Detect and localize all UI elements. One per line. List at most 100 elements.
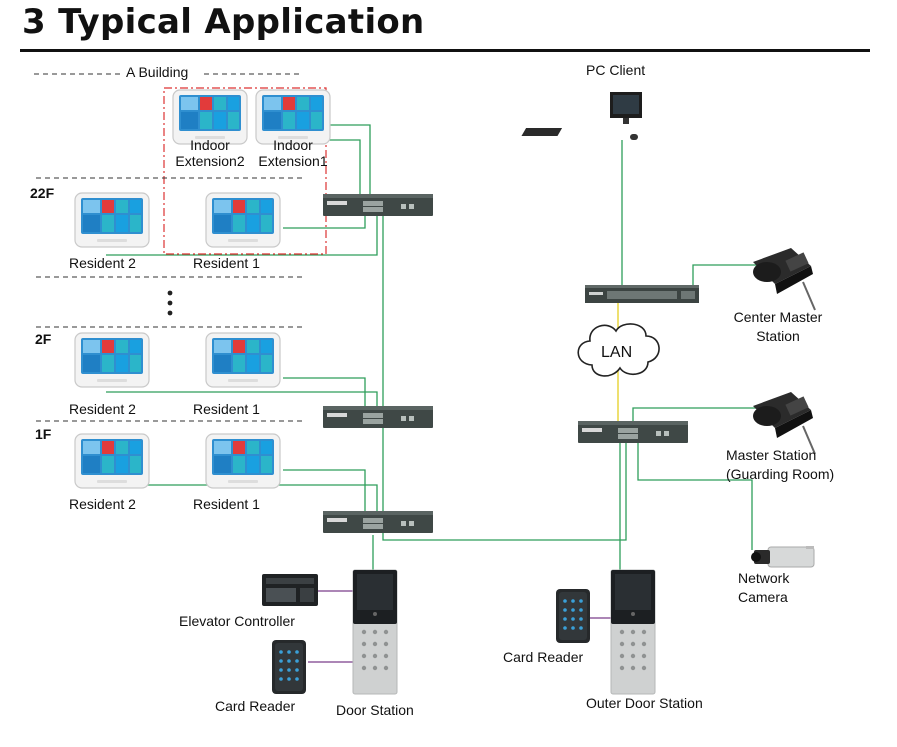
page-title: 3 Typical Application bbox=[22, 2, 425, 42]
outer-door-station-keypad-key bbox=[641, 665, 647, 671]
resident2-22f-label: Resident 2 bbox=[69, 255, 136, 271]
outer-door-station-keypad-key bbox=[619, 641, 625, 647]
master-station-device bbox=[752, 391, 816, 455]
resident2-1f-monitor bbox=[74, 433, 150, 489]
card-reader-building-key bbox=[295, 677, 299, 681]
resident1-22f-label: Resident 1 bbox=[193, 255, 260, 271]
door-station-keypad-key bbox=[361, 653, 367, 659]
indoor-extension1-label-line2: Extension1 bbox=[258, 153, 327, 169]
card-reader-building-key bbox=[287, 677, 291, 681]
card-reader-outer-key bbox=[571, 608, 575, 612]
card-reader-outer-key bbox=[579, 617, 583, 621]
outer-door-station-keypad-key bbox=[630, 653, 636, 659]
center-master-station-label-line2: Station bbox=[756, 328, 800, 344]
indoor-extension2-label-line1: Indoor bbox=[190, 137, 230, 153]
outer-door-station-keypad-key bbox=[641, 653, 647, 659]
door-station-keypad-key bbox=[361, 665, 367, 671]
resident2-2f-monitor bbox=[74, 332, 150, 388]
outer-door-station-keypad-key bbox=[619, 665, 625, 671]
resident2-1f-label: Resident 2 bbox=[69, 496, 136, 512]
door-station-keypad-key bbox=[361, 629, 367, 635]
master-station-label-line2: (Guarding Room) bbox=[726, 466, 834, 482]
outer-door-station-keypad-key bbox=[619, 629, 625, 635]
card-reader-outer-key bbox=[563, 626, 567, 630]
card-reader-outer-key bbox=[563, 608, 567, 612]
card-reader-building-key bbox=[287, 659, 291, 663]
card-reader-outer-key bbox=[563, 599, 567, 603]
resident1-1f-label: Resident 1 bbox=[193, 496, 260, 512]
card-reader-building-key bbox=[295, 650, 299, 654]
outer-door-station-keypad-key bbox=[630, 629, 636, 635]
access-switch bbox=[578, 421, 688, 443]
pc-client-label: PC Client bbox=[586, 62, 645, 78]
card-reader-building-key bbox=[287, 668, 291, 672]
title-rule bbox=[20, 49, 870, 52]
switch-22f bbox=[323, 194, 433, 216]
network-camera-label-line1: Network bbox=[738, 570, 790, 586]
lan-cloud: LAN bbox=[577, 323, 660, 377]
indoor-extension2-monitor bbox=[172, 89, 248, 145]
elevator-controller-device bbox=[262, 574, 318, 606]
resident2-2f-label: Resident 2 bbox=[69, 401, 136, 417]
card-reader-building-key bbox=[279, 677, 283, 681]
door-station-keypad-key bbox=[372, 629, 378, 635]
resident1-2f-label: Resident 1 bbox=[193, 401, 260, 417]
lan-label: LAN bbox=[601, 344, 632, 361]
card-reader-outer-key bbox=[579, 608, 583, 612]
resident2-22f-monitor bbox=[74, 192, 150, 248]
door-station-keypad-key bbox=[383, 653, 389, 659]
ellipsis-dots bbox=[167, 290, 173, 316]
card-reader-building-key bbox=[295, 668, 299, 672]
pc-client-computer bbox=[521, 92, 642, 140]
outer-door-station-keypad-key bbox=[630, 641, 636, 647]
door-station-keypad-key bbox=[372, 641, 378, 647]
card-reader-building-key bbox=[287, 650, 291, 654]
outer-door-station-label: Outer Door Station bbox=[586, 695, 703, 711]
outer-door-station-keypad-key bbox=[630, 665, 636, 671]
resident1-22f-monitor bbox=[205, 192, 281, 248]
card-reader-outer-key bbox=[571, 626, 575, 630]
card-reader-building-key bbox=[279, 668, 283, 672]
network-camera-device bbox=[751, 546, 815, 568]
floor-label-22f: 22F bbox=[30, 185, 55, 201]
card-reader-outer-key bbox=[571, 599, 575, 603]
reader-links bbox=[308, 590, 612, 663]
door-station-keypad-key bbox=[383, 641, 389, 647]
door-station-keypad-key bbox=[372, 665, 378, 671]
card-reader-building-key bbox=[279, 650, 283, 654]
card-reader-building-label: Card Reader bbox=[215, 698, 295, 714]
floor-label-2f: 2F bbox=[35, 331, 52, 347]
core-switch bbox=[585, 285, 699, 303]
card-reader-outer-key bbox=[579, 599, 583, 603]
center-master-station-label-line1: Center Master bbox=[734, 309, 823, 325]
indoor-extension2-label-line2: Extension2 bbox=[175, 153, 244, 169]
building-outline: A Building bbox=[34, 64, 327, 422]
switch-2f bbox=[323, 406, 433, 428]
door-station-keypad-key bbox=[383, 665, 389, 671]
card-reader-building-device bbox=[272, 640, 306, 694]
building-label: A Building bbox=[126, 64, 188, 80]
network-camera-label-line2: Camera bbox=[738, 589, 788, 605]
outer-door-station-keypad-key bbox=[641, 641, 647, 647]
resident1-2f-monitor bbox=[205, 332, 281, 388]
card-reader-outer-label: Card Reader bbox=[503, 649, 583, 665]
outer-door-station-keypad-key bbox=[619, 653, 625, 659]
master-station-label-line1: Master Station bbox=[726, 447, 816, 463]
card-reader-building-key bbox=[295, 659, 299, 663]
door-station-keypad-key bbox=[372, 653, 378, 659]
outer-door-station-keypad-key bbox=[641, 629, 647, 635]
indoor-extension1-label-line1: Indoor bbox=[273, 137, 313, 153]
card-reader-building-key bbox=[279, 659, 283, 663]
center-master-station-device bbox=[752, 247, 816, 311]
door-station-keypad-key bbox=[361, 641, 367, 647]
floor-label-1f: 1F bbox=[35, 426, 52, 442]
door-station-label: Door Station bbox=[336, 702, 414, 718]
card-reader-outer-key bbox=[571, 617, 575, 621]
resident1-1f-monitor bbox=[205, 433, 281, 489]
switch-1f bbox=[323, 511, 433, 533]
card-reader-outer-key bbox=[563, 617, 567, 621]
card-reader-outer-key bbox=[579, 626, 583, 630]
elevator-controller-label: Elevator Controller bbox=[179, 613, 295, 629]
door-station-keypad-key bbox=[383, 629, 389, 635]
